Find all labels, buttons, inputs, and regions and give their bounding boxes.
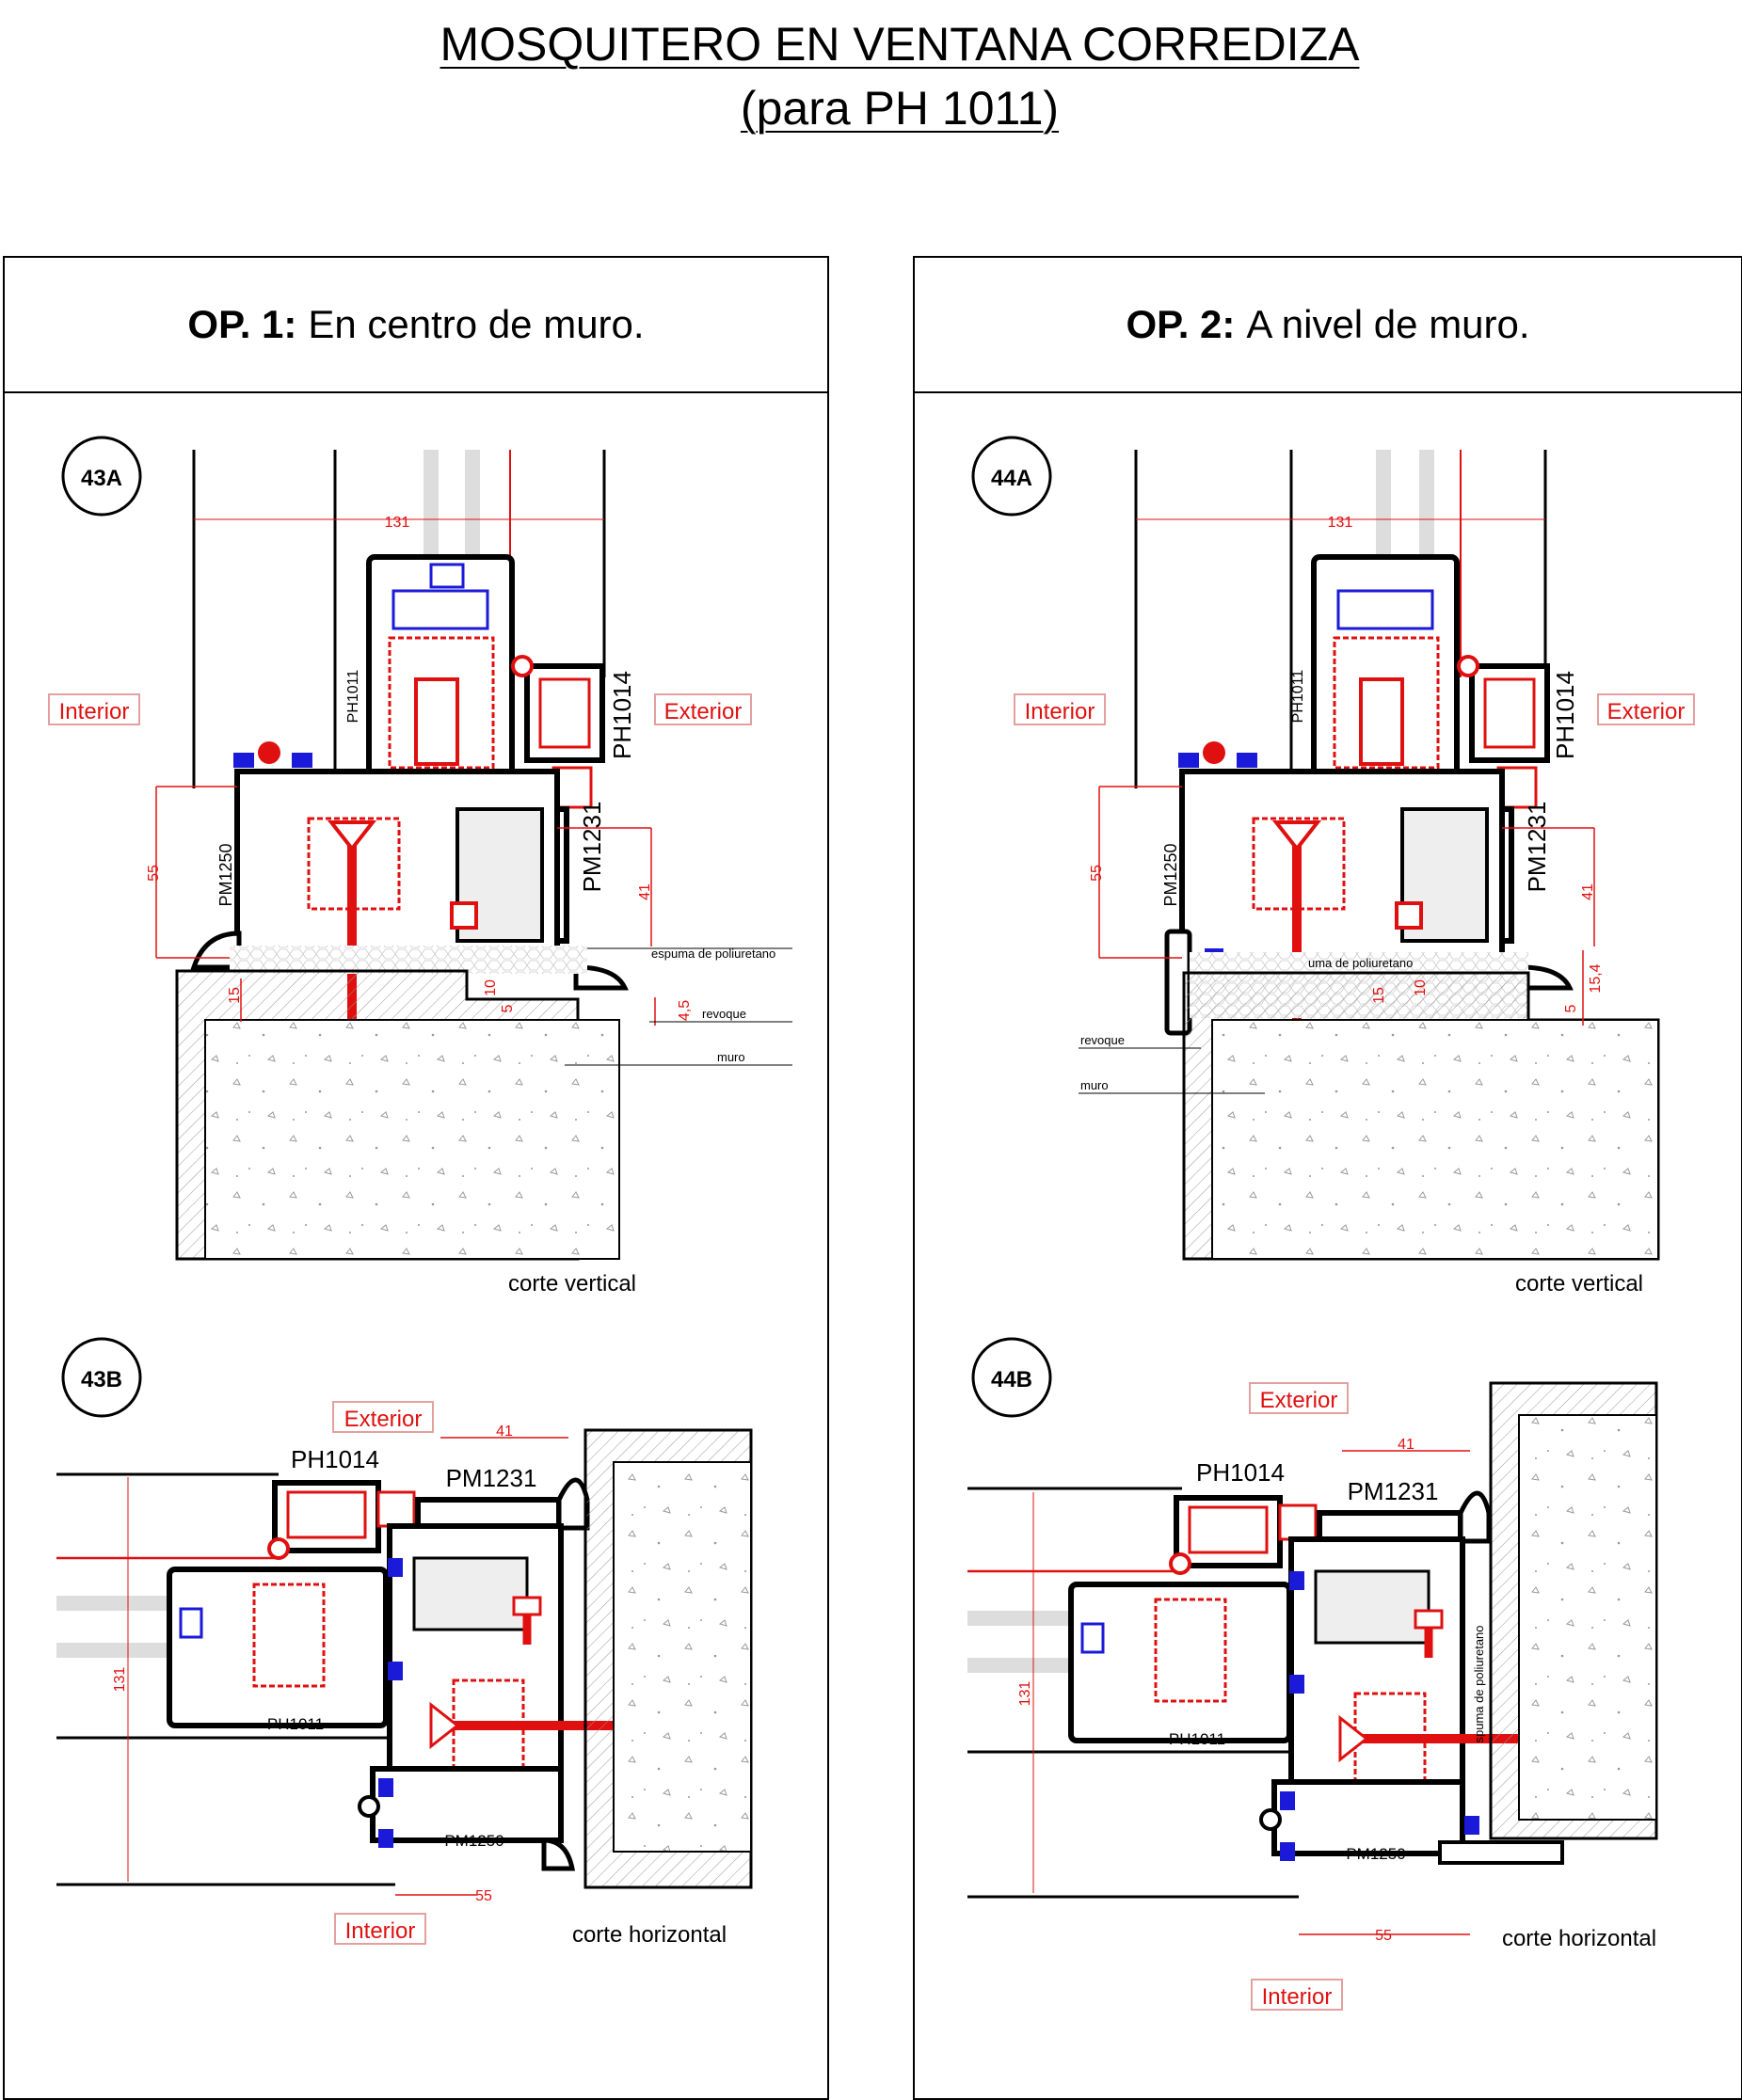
- option-description: En centro de muro.: [308, 302, 645, 346]
- svg-text:PH1014: PH1014: [1551, 671, 1579, 759]
- svg-text:Interior: Interior: [345, 1918, 416, 1944]
- svg-text:Interior: Interior: [59, 699, 130, 724]
- svg-text:43A: 43A: [81, 466, 122, 491]
- svg-text:10: 10: [1413, 979, 1429, 996]
- drawing-title-line2: (para PH 1011): [740, 82, 1060, 135]
- svg-text:55: 55: [475, 1888, 492, 1904]
- caption-horizontal: corte horizontal: [1502, 1926, 1656, 1951]
- panel-option-1: OP. 1: En centro de muro.: [3, 256, 829, 2100]
- svg-text:55: 55: [1089, 865, 1105, 882]
- section-43a: 43A 131 PH1011 PH1014 PM1231: [48, 436, 792, 1297]
- detail-tag-43a: 43A: [61, 436, 142, 517]
- section-43b: 43B 131 PH1011 PH1014 PM1231 41: [56, 1337, 753, 1948]
- svg-text:revoque: revoque: [1080, 1033, 1125, 1047]
- svg-text:41: 41: [496, 1424, 513, 1440]
- svg-text:5: 5: [500, 1004, 516, 1012]
- svg-text:PM1231: PM1231: [1348, 1477, 1439, 1505]
- svg-text:espuma de poliuretano: espuma de poliuretano: [651, 947, 775, 961]
- dim-131: 131: [385, 515, 410, 531]
- detail-tag-44b: 44B: [971, 1337, 1052, 1418]
- caption-horizontal: corte horizontal: [572, 1922, 727, 1948]
- panel-heading: OP. 1: En centro de muro.: [5, 258, 827, 393]
- svg-text:4,5: 4,5: [677, 1000, 693, 1021]
- section-44b: 44B 131 PH1011 PH1014 PM1231 41 P: [967, 1337, 1658, 2011]
- svg-text:PH1014: PH1014: [291, 1445, 379, 1473]
- svg-text:41: 41: [1580, 883, 1596, 900]
- drawing-title-line1: MOSQUITERO EN VENTANA CORREDIZA: [439, 18, 1360, 71]
- option-number: OP. 1:: [187, 302, 297, 346]
- svg-text:41: 41: [1398, 1437, 1414, 1453]
- svg-text:131: 131: [1017, 1681, 1033, 1707]
- svg-text:PM1250: PM1250: [216, 843, 235, 906]
- svg-text:Interior: Interior: [1025, 699, 1095, 724]
- svg-text:spuma de poliuretano: spuma de poliuretano: [1472, 1625, 1486, 1742]
- caption-vertical: corte vertical: [508, 1271, 636, 1297]
- svg-text:55: 55: [1375, 1928, 1392, 1944]
- caption-vertical: corte vertical: [1515, 1271, 1643, 1297]
- option-description: A nivel de muro.: [1246, 302, 1530, 346]
- svg-text:PH1014: PH1014: [608, 671, 636, 759]
- panel-heading: OP. 2: A nivel de muro.: [915, 258, 1741, 393]
- svg-text:PH1011: PH1011: [1169, 1730, 1225, 1748]
- detail-tag-44a: 44A: [971, 436, 1052, 517]
- svg-text:44A: 44A: [991, 466, 1032, 491]
- svg-text:muro: muro: [717, 1050, 745, 1064]
- svg-text:PM1250: PM1250: [1346, 1845, 1405, 1863]
- svg-text:43B: 43B: [81, 1367, 122, 1392]
- svg-text:PH1011: PH1011: [267, 1715, 324, 1733]
- svg-text:PH1011: PH1011: [1290, 670, 1306, 724]
- svg-text:131: 131: [1328, 515, 1353, 531]
- svg-text:15,4: 15,4: [1588, 963, 1604, 993]
- svg-text:10: 10: [483, 979, 499, 996]
- svg-text:Exterior: Exterior: [1260, 1388, 1338, 1413]
- svg-text:uma de poliuretano: uma de poliuretano: [1308, 956, 1413, 970]
- detail-tag-43b: 43B: [61, 1337, 142, 1418]
- svg-text:15: 15: [227, 987, 243, 1004]
- option-number: OP. 2:: [1126, 302, 1236, 346]
- svg-text:revoque: revoque: [702, 1007, 746, 1021]
- svg-text:Exterior: Exterior: [1607, 699, 1686, 724]
- section-44a: 44A 131 PH1011 PH1014 PM1231 PM1250: [971, 436, 1695, 1297]
- svg-text:Exterior: Exterior: [664, 699, 743, 724]
- svg-text:Interior: Interior: [1262, 1984, 1333, 2010]
- svg-text:PM1231: PM1231: [446, 1464, 537, 1492]
- svg-text:41: 41: [637, 883, 653, 900]
- svg-text:muro: muro: [1080, 1078, 1109, 1092]
- svg-text:5: 5: [1563, 1004, 1579, 1012]
- svg-text:55: 55: [146, 865, 162, 882]
- svg-text:15: 15: [1371, 987, 1387, 1004]
- svg-text:PM1250: PM1250: [1161, 843, 1180, 906]
- svg-text:PM1231: PM1231: [578, 802, 606, 893]
- svg-text:PM1231: PM1231: [1523, 802, 1551, 893]
- svg-text:Exterior: Exterior: [344, 1407, 423, 1432]
- svg-text:PH1011: PH1011: [345, 670, 361, 724]
- svg-text:PH1014: PH1014: [1196, 1458, 1285, 1487]
- svg-text:44B: 44B: [991, 1367, 1032, 1392]
- svg-text:PM1250: PM1250: [444, 1832, 503, 1850]
- svg-text:131: 131: [112, 1667, 128, 1693]
